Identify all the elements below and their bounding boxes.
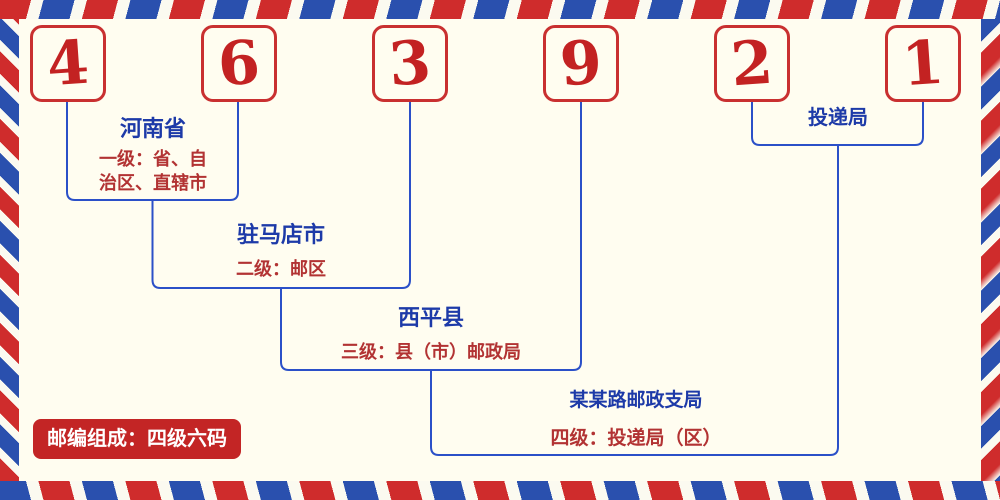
digit-box-4: 9 <box>543 25 619 102</box>
airmail-border-bottom <box>0 481 1000 500</box>
airmail-border-left <box>0 19 19 481</box>
level3-label-group: 西平县 三级：县（市）邮政局 <box>341 305 521 365</box>
level1-name: 河南省 <box>119 116 186 141</box>
level2-desc: 二级：邮区 <box>236 259 326 280</box>
composition-badge: 邮编组成：四级六码 <box>33 419 241 459</box>
digit-box-5: 2 <box>714 25 790 102</box>
airmail-border-right <box>981 19 1000 481</box>
digit-box-2: 6 <box>201 25 277 102</box>
digit-5: 2 <box>728 27 776 100</box>
level4-label-group: 某某路邮政支局 四级：投递局（区） <box>550 390 721 451</box>
digit-4: 9 <box>557 27 605 100</box>
delivery-label-group: 投递局 <box>808 106 868 130</box>
level2-name: 驻马店市 <box>236 222 325 247</box>
delivery-name: 投递局 <box>808 107 868 129</box>
level4-desc: 四级：投递局（区） <box>550 427 722 449</box>
level3-desc: 三级：县（市）邮政局 <box>341 342 521 363</box>
digit-box-6: 1 <box>885 25 961 102</box>
level3-name: 西平县 <box>397 305 464 330</box>
level1-desc-line1: 一级：省、自 <box>99 149 207 170</box>
level4-name: 某某路邮政支局 <box>569 390 703 411</box>
digit-3: 3 <box>386 27 434 100</box>
level2-label-group: 驻马店市 二级：邮区 <box>236 222 326 282</box>
digit-box-1: 4 <box>30 25 106 102</box>
digit-6: 1 <box>899 27 947 100</box>
level1-label-group: 河南省 一级：省、自 治区、直辖市 <box>99 116 207 195</box>
digit-box-3: 3 <box>372 25 448 102</box>
digit-2: 6 <box>215 27 263 100</box>
digit-1: 4 <box>44 27 92 100</box>
connector-level4 <box>430 145 839 456</box>
airmail-border-top <box>0 0 1000 19</box>
level1-desc-line2: 治区、直辖市 <box>99 172 207 193</box>
